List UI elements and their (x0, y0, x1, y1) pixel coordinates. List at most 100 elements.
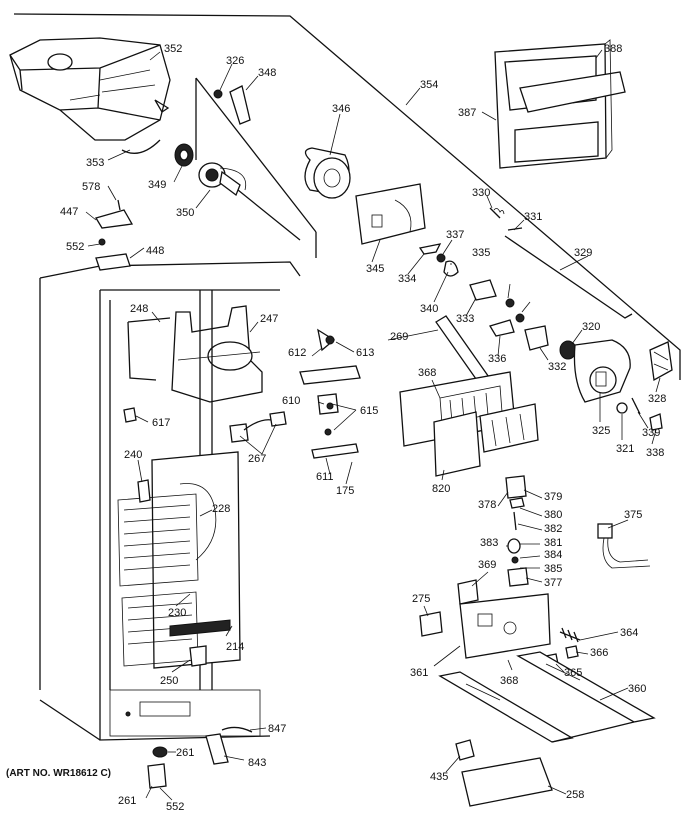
art-number: (ART NO. WR18612 C) (6, 768, 111, 779)
label-617: 617 (152, 417, 170, 429)
nut-326 (213, 89, 223, 99)
label-350: 350 (176, 207, 194, 219)
label-843: 843 (248, 757, 266, 769)
label-847: 847 (268, 723, 286, 735)
label-353: 353 (86, 157, 104, 169)
rails-360 (438, 651, 656, 743)
label-348: 348 (258, 67, 276, 79)
label-385: 385 (544, 563, 562, 575)
label-369: 369 (478, 559, 496, 571)
label-339: 339 (642, 427, 660, 439)
label-448: 448 (146, 245, 164, 257)
clip-366 (565, 645, 579, 659)
fan-motor (299, 328, 361, 459)
label-175: 175 (336, 485, 354, 497)
label-248: 248 (130, 303, 148, 315)
label-611: 611 (316, 471, 334, 483)
label-383: 383 (480, 537, 498, 549)
label-612: 612 (288, 347, 306, 359)
sensor-240 (137, 479, 151, 503)
bottom-parts (147, 726, 253, 789)
washer-321 (616, 402, 628, 414)
label-340: 340 (420, 303, 438, 315)
label-336: 336 (488, 353, 506, 365)
label-269: 269 (390, 331, 408, 343)
label-354: 354 (420, 79, 438, 91)
dispenser-housing (494, 39, 626, 169)
cam-348 (229, 85, 251, 125)
label-261-b: 261 (118, 795, 136, 807)
label-349: 349 (148, 179, 166, 191)
evaporator-228 (117, 451, 241, 669)
leader-lines (85, 49, 661, 801)
label-247: 247 (260, 313, 278, 325)
plate-275 (419, 611, 443, 637)
harness-375 (597, 523, 651, 569)
label-320: 320 (582, 321, 600, 333)
label-380: 380 (544, 509, 562, 521)
label-331: 331 (524, 211, 542, 223)
label-261-a: 261 (176, 747, 194, 759)
fan-housing (127, 305, 263, 403)
label-230-a: 230 (168, 607, 186, 619)
label-377: 377 (544, 577, 562, 589)
label-366: 366 (590, 647, 608, 659)
label-335-a: 335 (472, 247, 490, 259)
icemaker-head (559, 339, 673, 403)
switch-parts (418, 243, 549, 351)
auger-assembly (174, 143, 301, 241)
clip-435 (455, 739, 475, 761)
heater-267 (229, 411, 287, 443)
label-326: 326 (226, 55, 244, 67)
label-387: 387 (458, 107, 476, 119)
dispenser-bracket (457, 579, 551, 659)
drain-250 (189, 645, 207, 667)
label-345: 345 (366, 263, 384, 275)
label-361: 361 (410, 667, 428, 679)
label-610: 610 (282, 395, 300, 407)
motor-346 (304, 147, 351, 199)
label-378: 378 (478, 499, 496, 511)
label-368-bottom: 368 (500, 675, 518, 687)
label-333: 333 (456, 313, 474, 325)
label-360: 360 (628, 683, 646, 695)
label-435: 435 (430, 771, 448, 783)
dispenser-parts (505, 475, 529, 587)
label-552-top: 552 (66, 241, 84, 253)
bracket-345 (355, 183, 426, 245)
spring-364 (559, 627, 581, 643)
label-447: 447 (60, 206, 78, 218)
label-381: 381 (544, 537, 562, 549)
label-368-top: 368 (418, 367, 436, 379)
label-382: 382 (544, 523, 562, 535)
label-384: 384 (544, 549, 562, 561)
trim-258 (461, 757, 553, 807)
label-375: 375 (624, 509, 642, 521)
label-321: 321 (616, 443, 634, 455)
pin-339 (631, 397, 641, 415)
clip-617 (123, 407, 137, 423)
label-330: 330 (472, 187, 490, 199)
label-820: 820 (432, 483, 450, 495)
label-334: 334 (398, 273, 416, 285)
label-578: 578 (82, 181, 100, 193)
label-258: 258 (566, 789, 584, 801)
label-329: 329 (574, 247, 592, 259)
ice-bucket (9, 37, 171, 141)
label-365: 365 (564, 667, 582, 679)
clip-338 (649, 413, 663, 431)
label-325: 325 (592, 425, 610, 437)
frame-lines (13, 13, 681, 380)
label-214: 214 (226, 641, 244, 653)
bucket-bail (121, 139, 161, 154)
label-615: 615 (360, 405, 378, 417)
label-230-b: 250 (160, 675, 178, 687)
small-parts-left (95, 199, 134, 271)
part-labels: 352 326 348 346 388 387 354 353 349 350 … (6, 43, 666, 813)
label-337-a: 337 (446, 229, 464, 241)
label-240: 240 (124, 449, 142, 461)
label-613: 613 (356, 347, 374, 359)
label-364: 364 (620, 627, 638, 639)
label-379: 379 (544, 491, 562, 503)
label-328: 328 (648, 393, 666, 405)
